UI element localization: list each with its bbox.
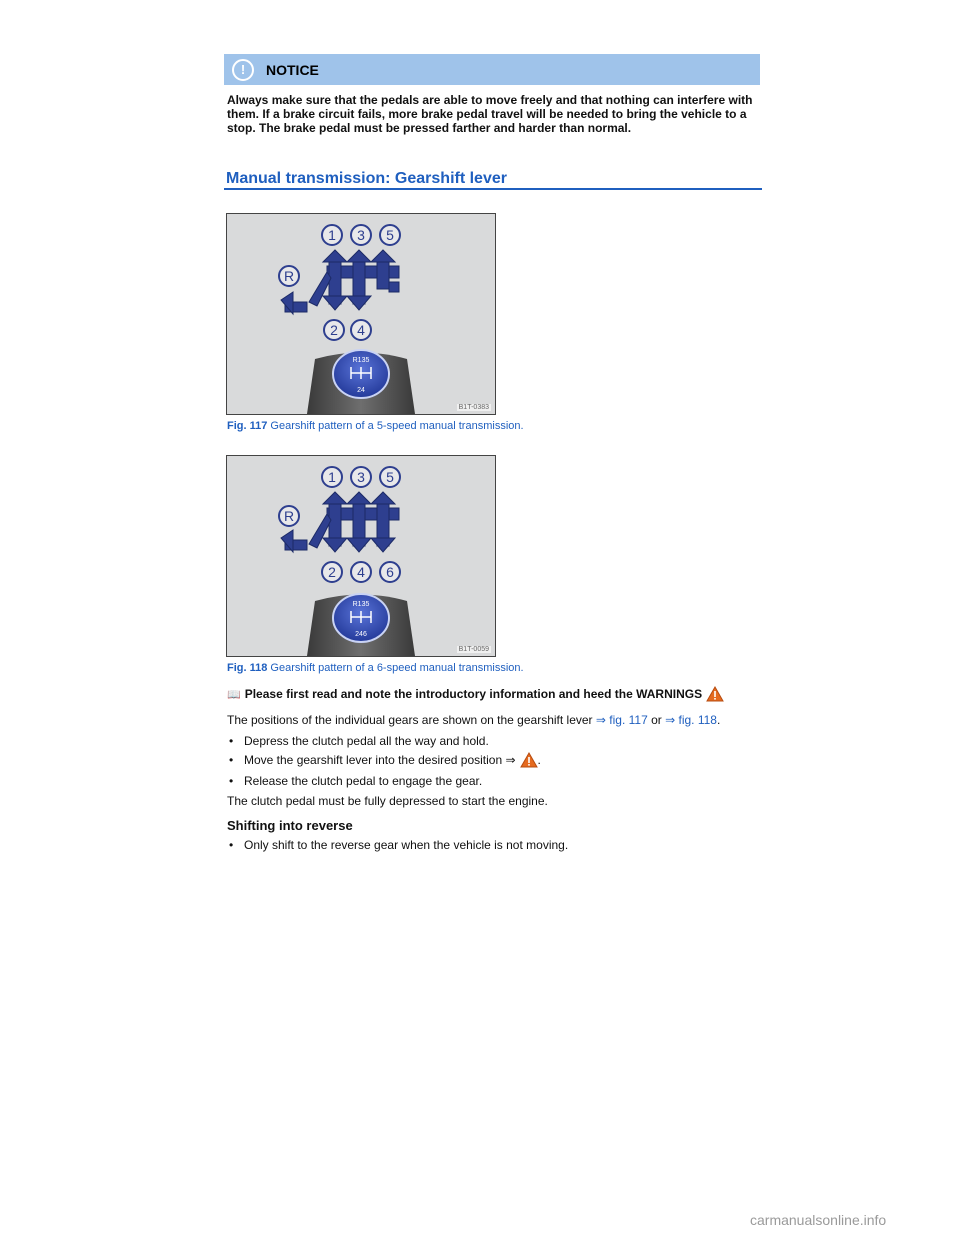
intro-line: 📖 Please first read and note the introdu… <box>227 686 724 702</box>
notice-title: NOTICE <box>266 61 319 78</box>
caption-text: Gearshift pattern of a 5-speed manual tr… <box>270 420 524 432</box>
gear-1-label: 1 <box>328 227 336 243</box>
list-item-text: Move the gearshift lever into the desire… <box>244 753 516 767</box>
figure-code: B1T-0383 <box>456 404 491 411</box>
gear-2-label: 2 <box>328 564 336 580</box>
gear-4-label: 4 <box>357 322 365 338</box>
bullet-dot: • <box>229 838 234 852</box>
gear-3-label: 3 <box>357 469 365 485</box>
warning-triangle-icon[interactable] <box>519 752 538 768</box>
clutch-note: The clutch pedal must be fully depressed… <box>227 794 548 808</box>
bullet-dot: • <box>229 753 234 767</box>
gearshift-diagram-6-speed: R135 246 1 3 5 R 2 4 6 <box>278 466 415 656</box>
gear-reverse-label: R <box>284 508 294 524</box>
knob-bottom-label: 24 <box>357 387 365 394</box>
warning-triangle-icon[interactable] <box>706 686 724 702</box>
caption-text: Gearshift pattern of a 6-speed manual tr… <box>270 662 524 674</box>
watermark: carmanualsonline.info <box>750 1212 887 1228</box>
list-item-text: Release the clutch pedal to engage the g… <box>244 774 483 788</box>
list-item: • Depress the clutch pedal all the way an… <box>229 734 489 748</box>
gear-reverse-label: R <box>284 268 294 284</box>
list-item-text: Depress the clutch pedal all the way and… <box>244 734 489 748</box>
figure-code: B1T-0059 <box>456 646 491 653</box>
positions-text: The positions of the individual gears ar… <box>227 713 596 727</box>
figure-118-image: R135 246 1 3 5 R 2 4 6 B1T-0059 <box>226 455 496 657</box>
notice-banner: ! NOTICE <box>224 54 760 85</box>
bullet-dot: • <box>229 734 234 748</box>
gear-1-label: 1 <box>328 469 336 485</box>
gear-6-label: 6 <box>386 564 394 580</box>
exclamation-circle-icon: ! <box>232 58 254 81</box>
notice-text: Always make sure that the pedals are abl… <box>227 93 753 135</box>
book-icon: 📖 <box>227 688 241 701</box>
period-text: . <box>716 713 721 727</box>
list-item-text: Only shift to the reverse gear when the … <box>244 838 569 852</box>
list-item: • Only shift to the reverse gear when the… <box>229 838 568 852</box>
gearshift-diagram-5-speed: R135 24 1 3 5 R 2 4 <box>278 224 415 414</box>
positions-paragraph: The positions of the individual gears ar… <box>227 713 720 727</box>
knob-bottom-label: 246 <box>355 631 367 638</box>
reverse-heading: Shifting into reverse <box>227 818 353 833</box>
list-item: • Move the gearshift lever into the desir… <box>229 752 541 768</box>
gear-3-label: 3 <box>357 227 365 243</box>
figure-label[interactable]: Fig. 118 <box>227 662 268 674</box>
section-title: Manual transmission: Gearshift lever <box>226 170 507 187</box>
section-divider <box>224 188 762 190</box>
link-fig-118[interactable]: ⇒ fig. 118 <box>665 713 717 727</box>
link-fig-117[interactable]: ⇒ fig. 117 <box>595 713 648 727</box>
gear-4-label: 4 <box>357 564 365 580</box>
gear-5-label: 5 <box>386 227 394 243</box>
bullet-dot: • <box>229 774 234 788</box>
gear-2-label: 2 <box>330 322 338 338</box>
or-text: or <box>647 713 666 727</box>
figure-117-image: R135 24 1 3 5 R 2 4 B1T-0383 <box>226 213 496 415</box>
knob-top-label: R135 <box>353 357 370 364</box>
gear-5-label: 5 <box>386 469 394 485</box>
list-item: • Release the clutch pedal to engage the … <box>229 774 482 788</box>
figure-117-caption: Fig. 117 Gearshift pattern of a 5-speed … <box>227 420 524 432</box>
intro-text: Please first read and note the introduct… <box>244 687 703 701</box>
knob-top-label: R135 <box>353 601 370 608</box>
figure-118-caption: Fig. 118 Gearshift pattern of a 6-speed … <box>227 662 524 674</box>
figure-label[interactable]: Fig. 117 <box>227 420 268 432</box>
